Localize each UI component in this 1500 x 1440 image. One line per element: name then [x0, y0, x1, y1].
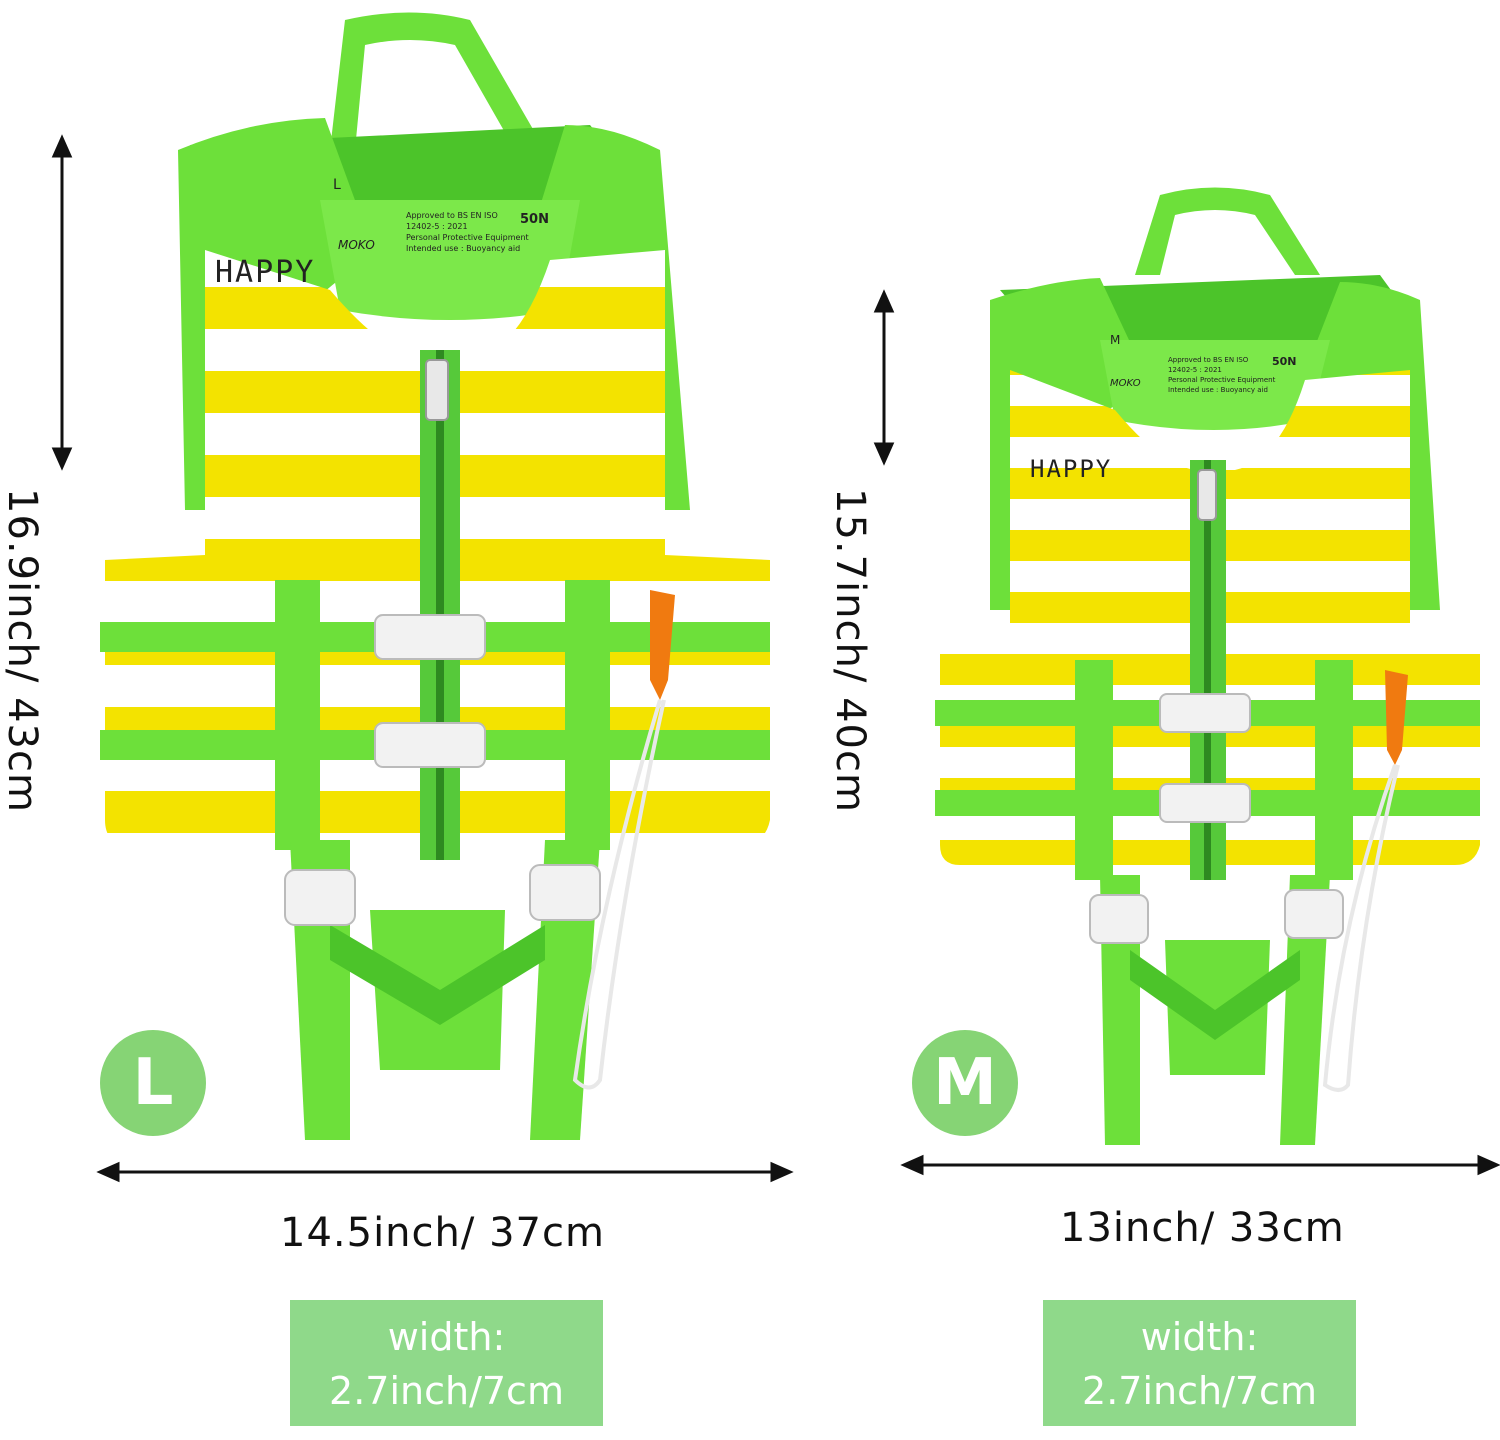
medium-vest-handle — [1135, 187, 1320, 275]
label-intended: Intended use : Buoyancy aid — [1168, 386, 1268, 394]
label-ppe: Personal Protective Equipment — [1168, 376, 1276, 384]
medium-vest-label-tag: M MOKO Approved to BS EN ISO 12402-5 : 2… — [1110, 334, 1310, 405]
medium-vest — [935, 187, 1480, 1145]
medium-width-label: 13inch/ 33cm — [1060, 1205, 1345, 1251]
size-badge-m: M — [912, 1030, 1018, 1136]
large-vest-collar-size: L — [333, 177, 341, 193]
medium-height-arrow — [873, 289, 895, 466]
label-standard: 12402-5 : 2021 — [1168, 366, 1222, 374]
medium-vest-crotch-pad — [1165, 940, 1270, 1075]
size-badge-l: L — [100, 1030, 206, 1136]
happy-print-medium: HAPPY — [1030, 455, 1113, 483]
large-vest-label-tag: L MOKO Approved to BS EN ISO 12402-5 : 2… — [333, 178, 568, 270]
label-rating: 50N — [1272, 355, 1297, 368]
large-vest-brand: MOKO — [338, 238, 375, 252]
large-strap-width-box: width: 2.7inch/7cm — [290, 1300, 603, 1426]
large-vest-buckle-top — [374, 614, 486, 660]
label-approval: Approved to BS EN ISO — [406, 211, 498, 220]
label-rating: 50N — [520, 212, 549, 227]
label-ppe: Personal Protective Equipment — [406, 233, 529, 242]
large-height-arrow — [51, 134, 73, 471]
medium-vest-buckle-bottom — [1159, 783, 1251, 823]
medium-vest-whistle — [1385, 670, 1408, 765]
large-height-label: 16.9inch/ 43cm — [0, 488, 45, 813]
medium-vest-collar-size: M — [1110, 333, 1121, 347]
large-width-label: 14.5inch/ 37cm — [280, 1210, 605, 1256]
large-strap-width-heading: width: — [387, 1315, 506, 1359]
label-approval: Approved to BS EN ISO — [1168, 356, 1249, 364]
medium-strap-width-heading: width: — [1140, 1315, 1259, 1359]
label-standard: 12402-5 : 2021 — [406, 222, 468, 231]
medium-height-label: 15.7inch/ 40cm — [827, 488, 873, 813]
medium-strap-width-value: 2.7inch/7cm — [1082, 1369, 1317, 1413]
medium-vest-brand: MOKO — [1110, 378, 1141, 389]
large-width-arrow — [96, 1161, 794, 1183]
large-vest — [100, 12, 770, 1140]
large-vest-buckle-bottom — [374, 722, 486, 768]
medium-strap-width-box: width: 2.7inch/7cm — [1043, 1300, 1356, 1426]
large-vest-whistle — [650, 590, 675, 700]
happy-print-large: HAPPY — [215, 255, 316, 290]
large-strap-width-value: 2.7inch/7cm — [329, 1369, 564, 1413]
medium-vest-right-shoulder — [1300, 282, 1440, 610]
medium-width-arrow — [900, 1154, 1500, 1176]
medium-vest-buckle-top — [1159, 693, 1251, 733]
label-intended: Intended use : Buoyancy aid — [406, 244, 521, 253]
